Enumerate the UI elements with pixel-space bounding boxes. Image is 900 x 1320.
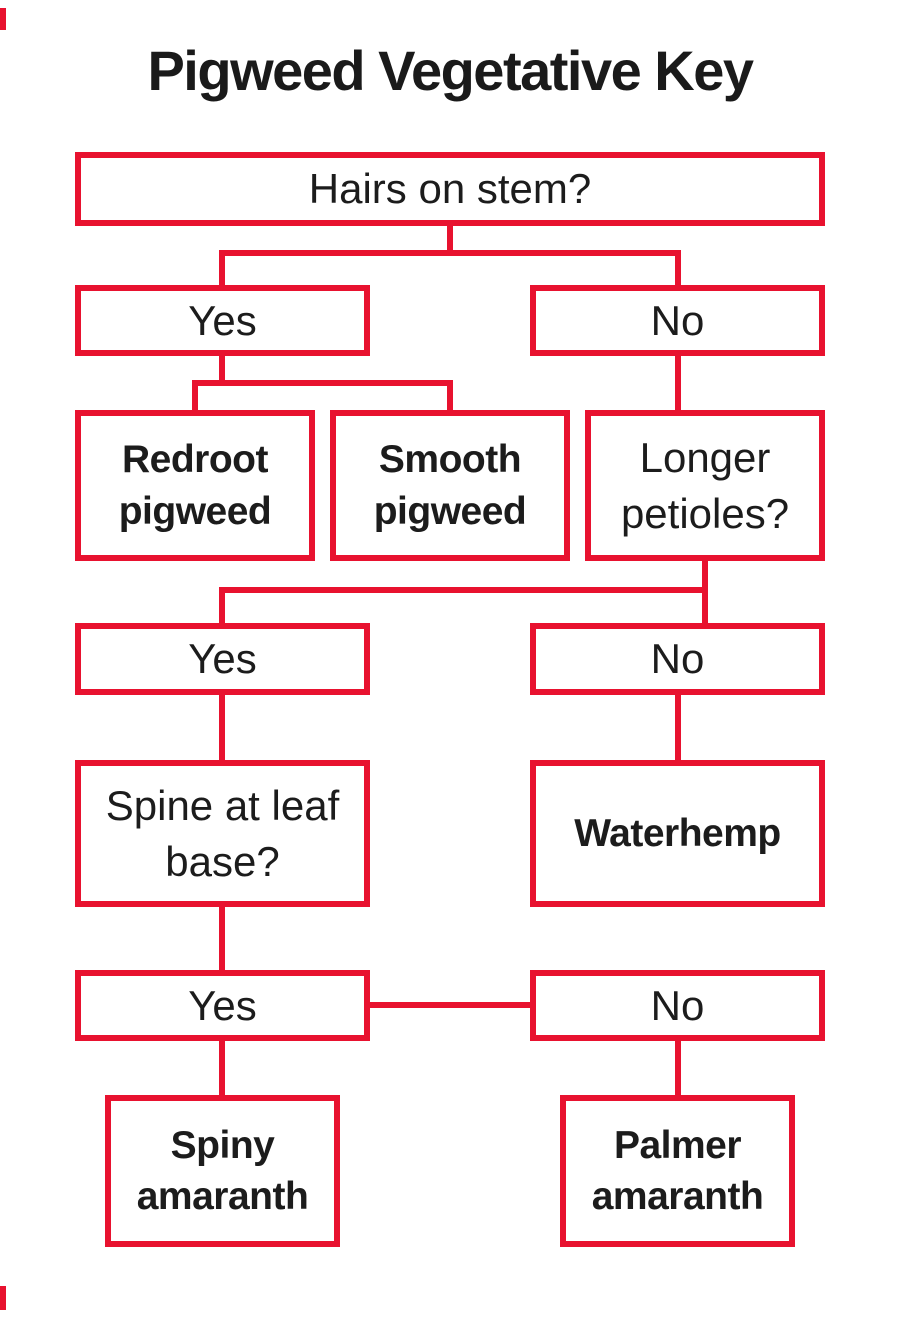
node-label: Yes bbox=[188, 296, 257, 344]
node-yes-hairs: Yes bbox=[75, 285, 370, 356]
node-spine-at-leaf-base: Spine at leaf base? bbox=[75, 760, 370, 907]
connector-no3-to-palmer bbox=[675, 1041, 681, 1095]
node-waterhemp: Waterhemp bbox=[530, 760, 825, 907]
connector-drop-yes1 bbox=[219, 250, 225, 285]
connector-petioles-stem bbox=[702, 561, 708, 593]
node-label: Smooth pigweed bbox=[373, 438, 527, 533]
connector-drop-redroot bbox=[192, 380, 198, 410]
node-label: Spiny amaranth bbox=[136, 1123, 309, 1218]
page-edge-mark-top bbox=[0, 8, 6, 30]
node-no-spine: No bbox=[530, 970, 825, 1041]
node-no-petioles: No bbox=[530, 623, 825, 695]
node-label: Yes bbox=[188, 981, 257, 1029]
node-label: Yes bbox=[188, 635, 257, 683]
node-label: No bbox=[650, 635, 705, 683]
connector-drop-smooth bbox=[447, 380, 453, 410]
connector-spine-to-yes3 bbox=[219, 907, 225, 970]
connector-yes1-stem bbox=[219, 356, 225, 386]
node-label: Longer petioles? bbox=[620, 434, 790, 537]
page-title: Pigweed Vegetative Key bbox=[147, 39, 754, 102]
node-label: No bbox=[650, 296, 705, 344]
connector-no2-to-waterhemp bbox=[675, 695, 681, 760]
node-hairs-on-stem: Hairs on stem? bbox=[75, 152, 825, 226]
node-longer-petioles: Longer petioles? bbox=[585, 410, 825, 561]
connector-drop-no2 bbox=[702, 587, 708, 623]
node-spiny-amaranth: Spiny amaranth bbox=[105, 1095, 340, 1247]
connector-drop-yes2 bbox=[219, 587, 225, 623]
connector-yes2-to-spine bbox=[219, 695, 225, 760]
node-palmer-amaranth: Palmer amaranth bbox=[560, 1095, 795, 1247]
connector-yes3-to-spiny bbox=[219, 1041, 225, 1095]
node-smooth-pigweed: Smooth pigweed bbox=[330, 410, 570, 561]
connector-petioles-branch bbox=[219, 587, 708, 593]
node-label: Hairs on stem? bbox=[308, 165, 592, 213]
page-edge-mark-bottom bbox=[0, 1286, 6, 1310]
node-label: Redroot pigweed bbox=[118, 438, 272, 533]
connector-yes3-no3-link bbox=[370, 1002, 530, 1008]
connector-hairs-stem bbox=[447, 226, 453, 256]
node-label: Spine at leaf base? bbox=[105, 782, 340, 885]
node-no-hairs: No bbox=[530, 285, 825, 356]
connector-hairs-branch bbox=[219, 250, 681, 256]
node-label: No bbox=[650, 981, 705, 1029]
node-redroot-pigweed: Redroot pigweed bbox=[75, 410, 315, 561]
node-yes-spine: Yes bbox=[75, 970, 370, 1041]
connector-drop-no1 bbox=[675, 250, 681, 285]
node-yes-petioles: Yes bbox=[75, 623, 370, 695]
connector-yes1-branch bbox=[192, 380, 453, 386]
connector-no1-to-petioles bbox=[675, 356, 681, 410]
node-label: Palmer amaranth bbox=[591, 1123, 764, 1218]
node-label: Waterhemp bbox=[574, 811, 781, 855]
